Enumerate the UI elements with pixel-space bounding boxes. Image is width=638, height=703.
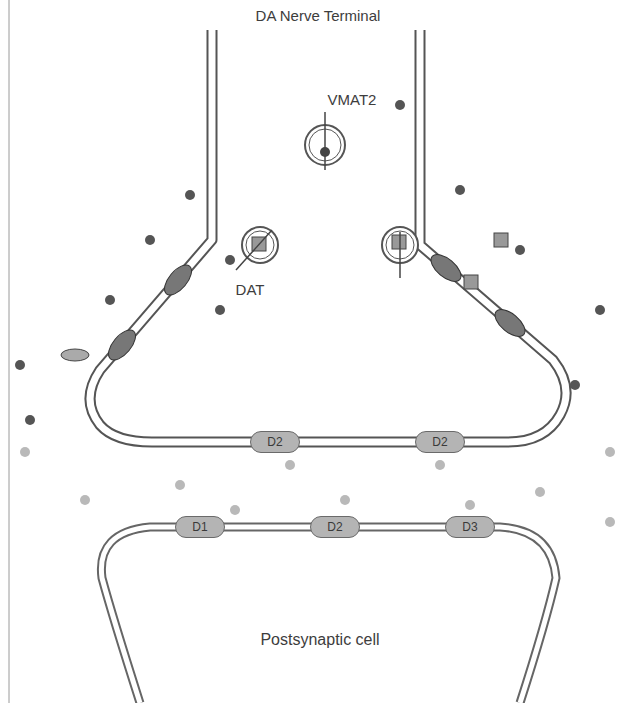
part-label: DAT bbox=[236, 282, 265, 299]
receptor: D2 bbox=[250, 431, 300, 453]
part-label: VMAT2 bbox=[328, 92, 377, 109]
receptor: D3 bbox=[445, 516, 495, 538]
part-label: Postsynaptic cell bbox=[260, 631, 379, 649]
receptor: D2 bbox=[415, 431, 465, 453]
receptor-name: D2 bbox=[432, 436, 447, 448]
receptor-name: D1 bbox=[192, 521, 207, 533]
receptor-name: D3 bbox=[462, 521, 477, 533]
receptor: D2 bbox=[310, 516, 360, 538]
receptor-name: D2 bbox=[267, 436, 282, 448]
part-label: DA Nerve Terminal bbox=[256, 8, 381, 25]
receptor: D1 bbox=[175, 516, 225, 538]
receptor-name: D2 bbox=[327, 521, 342, 533]
